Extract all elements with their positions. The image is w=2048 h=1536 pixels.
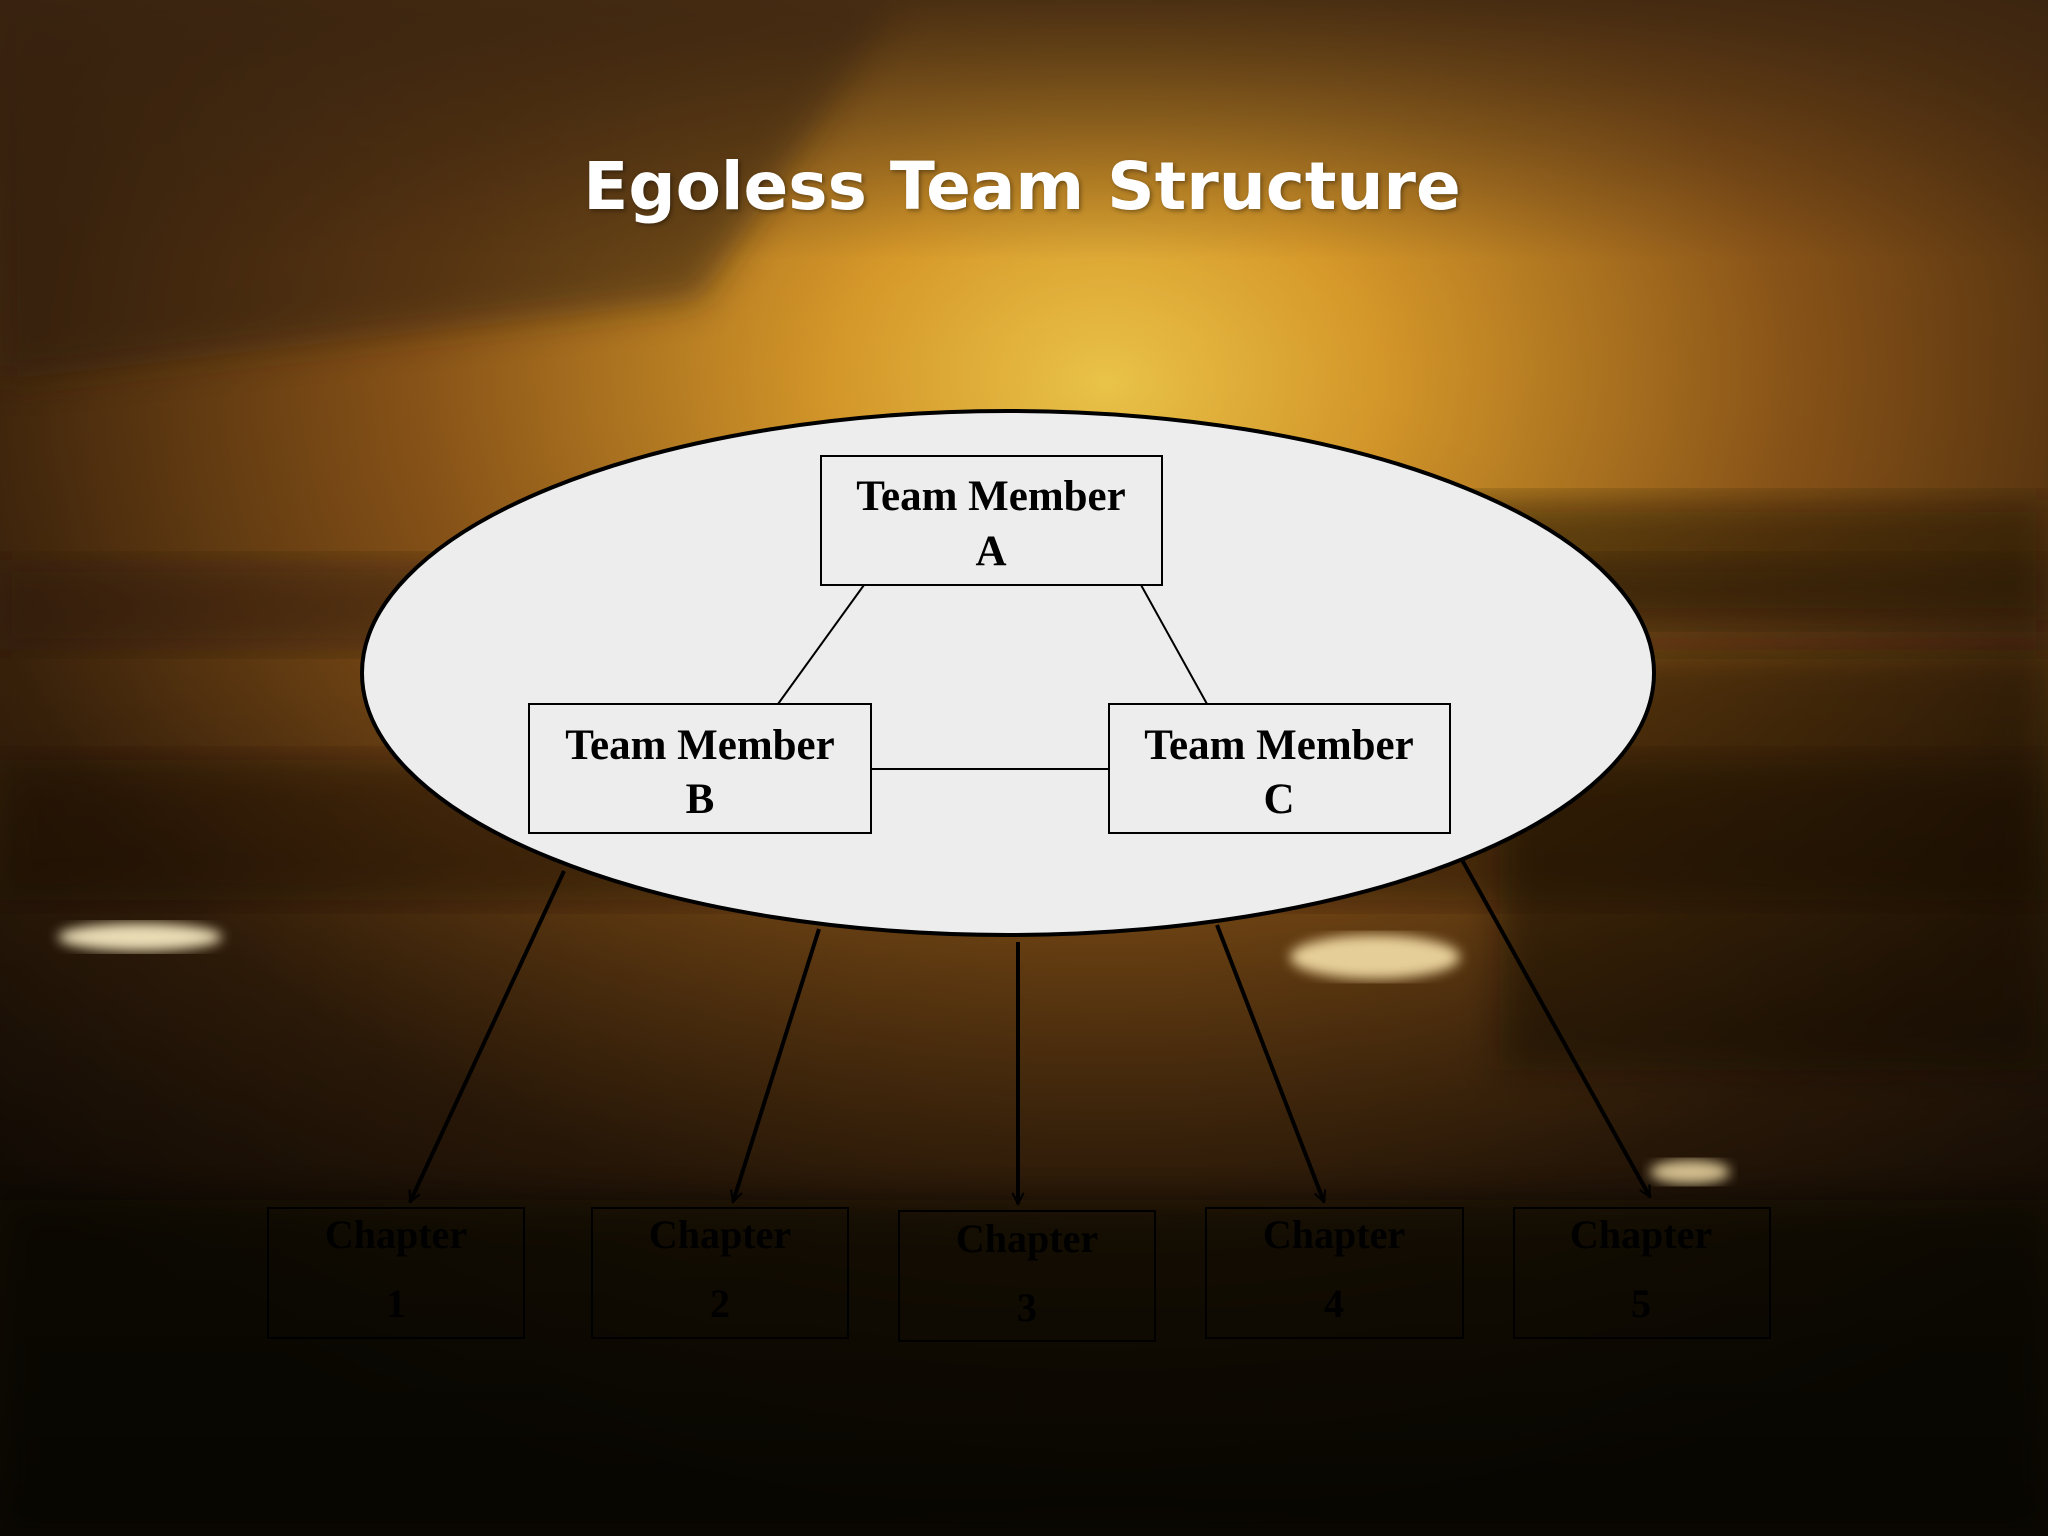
team-member-a: Team Member A [820,455,1163,586]
arrow-to-chapter-2 [733,928,821,1202]
arrow-to-chapter-4 [1215,924,1324,1202]
connector-a-c [1140,584,1208,705]
chapter-3: Chapter 3 [898,1210,1156,1342]
chapter-3-number: 3 [1017,1285,1037,1330]
chapter-2-number: 2 [710,1281,730,1326]
chapter-5-label: Chapter [1570,1212,1712,1257]
chapter-5: Chapter 5 [1513,1207,1771,1339]
chapter-4: Chapter 4 [1205,1207,1464,1339]
chapter-1-label: Chapter [325,1212,467,1257]
team-member-b-letter: B [686,776,715,823]
chapter-5-number: 5 [1631,1281,1651,1326]
chapter-1: Chapter 1 [267,1207,525,1339]
chapter-2-label: Chapter [649,1212,791,1257]
chapter-2: Chapter 2 [591,1207,849,1339]
chapter-3-label: Chapter [956,1216,1098,1261]
chapter-4-number: 4 [1324,1281,1344,1326]
team-member-a-letter: A [975,528,1006,575]
connector-a-b [777,584,865,705]
team-member-b: Team Member B [528,703,872,834]
team-member-c: Team Member C [1108,703,1451,834]
chapter-1-number: 1 [386,1281,406,1326]
team-member-c-letter: C [1263,776,1294,823]
slide-title: Egoless Team Structure [583,148,1461,225]
team-member-a-name: Team Member [856,473,1125,520]
arrow-to-chapter-5 [1459,857,1652,1197]
team-member-b-name: Team Member [565,722,834,769]
arrow-to-chapter-1 [408,870,566,1202]
chapter-4-label: Chapter [1263,1212,1405,1257]
team-member-c-name: Team Member [1144,722,1413,769]
